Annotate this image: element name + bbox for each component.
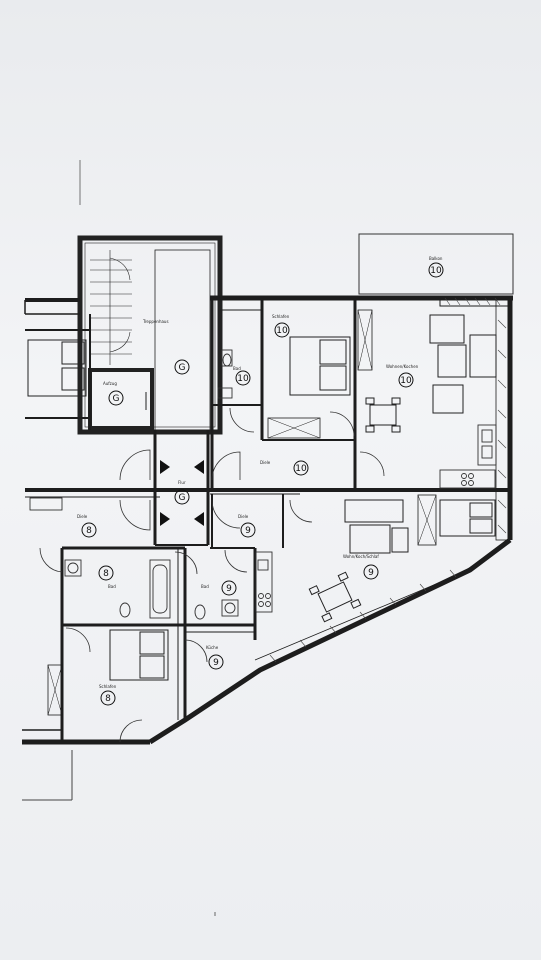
furniture xyxy=(27,314,497,681)
bathroom-label-mid: Bad xyxy=(201,584,209,589)
kitchen-label: Küche xyxy=(206,645,219,650)
door-swings xyxy=(39,407,385,743)
hallway-label-mid: Diele xyxy=(238,514,249,519)
stair-tower xyxy=(77,235,223,435)
badge-hall-left: 8 xyxy=(86,526,92,536)
corridor-arrows xyxy=(160,460,204,526)
living-sleeping-label: Wohn/Koch/Schlaf xyxy=(343,554,379,559)
bathroom-label: Bad xyxy=(233,366,241,371)
badge-bath-left: 8 xyxy=(103,569,109,579)
corridor-label: Flur xyxy=(178,480,186,485)
interior-walls xyxy=(25,300,510,742)
badge-bedroom-top: 10 xyxy=(276,326,288,336)
elevator-label: Aufzug xyxy=(103,381,117,386)
exterior-walls xyxy=(22,295,513,745)
badge-hall-mid: 9 xyxy=(245,526,251,536)
stairwell-label: Treppenhaus xyxy=(142,319,169,324)
fixtures xyxy=(64,349,497,620)
balcony-label: Balkon xyxy=(429,256,443,261)
badge-hall-top: 10 xyxy=(295,464,307,474)
badge-corridor: G xyxy=(179,493,186,503)
bedroom-label: Schlafen xyxy=(272,314,290,319)
elevator-shaft xyxy=(88,368,154,430)
badge-bedroom-left: 8 xyxy=(105,694,111,704)
bathroom-label-left: Bad xyxy=(108,584,116,589)
room-badges xyxy=(81,262,444,706)
balcony-outline xyxy=(358,233,514,295)
hallway-label-left: Diele xyxy=(77,514,88,519)
room-labels: Balkon Treppenhaus Schlafen Bad Aufzug W… xyxy=(77,256,443,689)
living-kitchen-label: Wohnen/Kochen xyxy=(386,364,419,369)
badge-living-top: 10 xyxy=(400,376,412,386)
wall-hatch xyxy=(269,297,507,663)
room-badge-text: 10 10 10 10 10 G G G 8 9 8 9 9 8 9 xyxy=(86,266,442,704)
badge-balcony: 10 xyxy=(430,266,442,276)
badge-bath-mid: 9 xyxy=(226,584,232,594)
bedroom-label-left: Schlafen xyxy=(99,684,117,689)
badge-kitchen-mid: 9 xyxy=(213,658,219,668)
badge-living-mid: 9 xyxy=(368,568,374,578)
badge-elevator: G xyxy=(113,394,120,404)
badge-stairwell: G xyxy=(179,363,186,373)
badge-wc-top: 10 xyxy=(237,374,249,384)
hallway-label: Diele xyxy=(260,460,271,465)
